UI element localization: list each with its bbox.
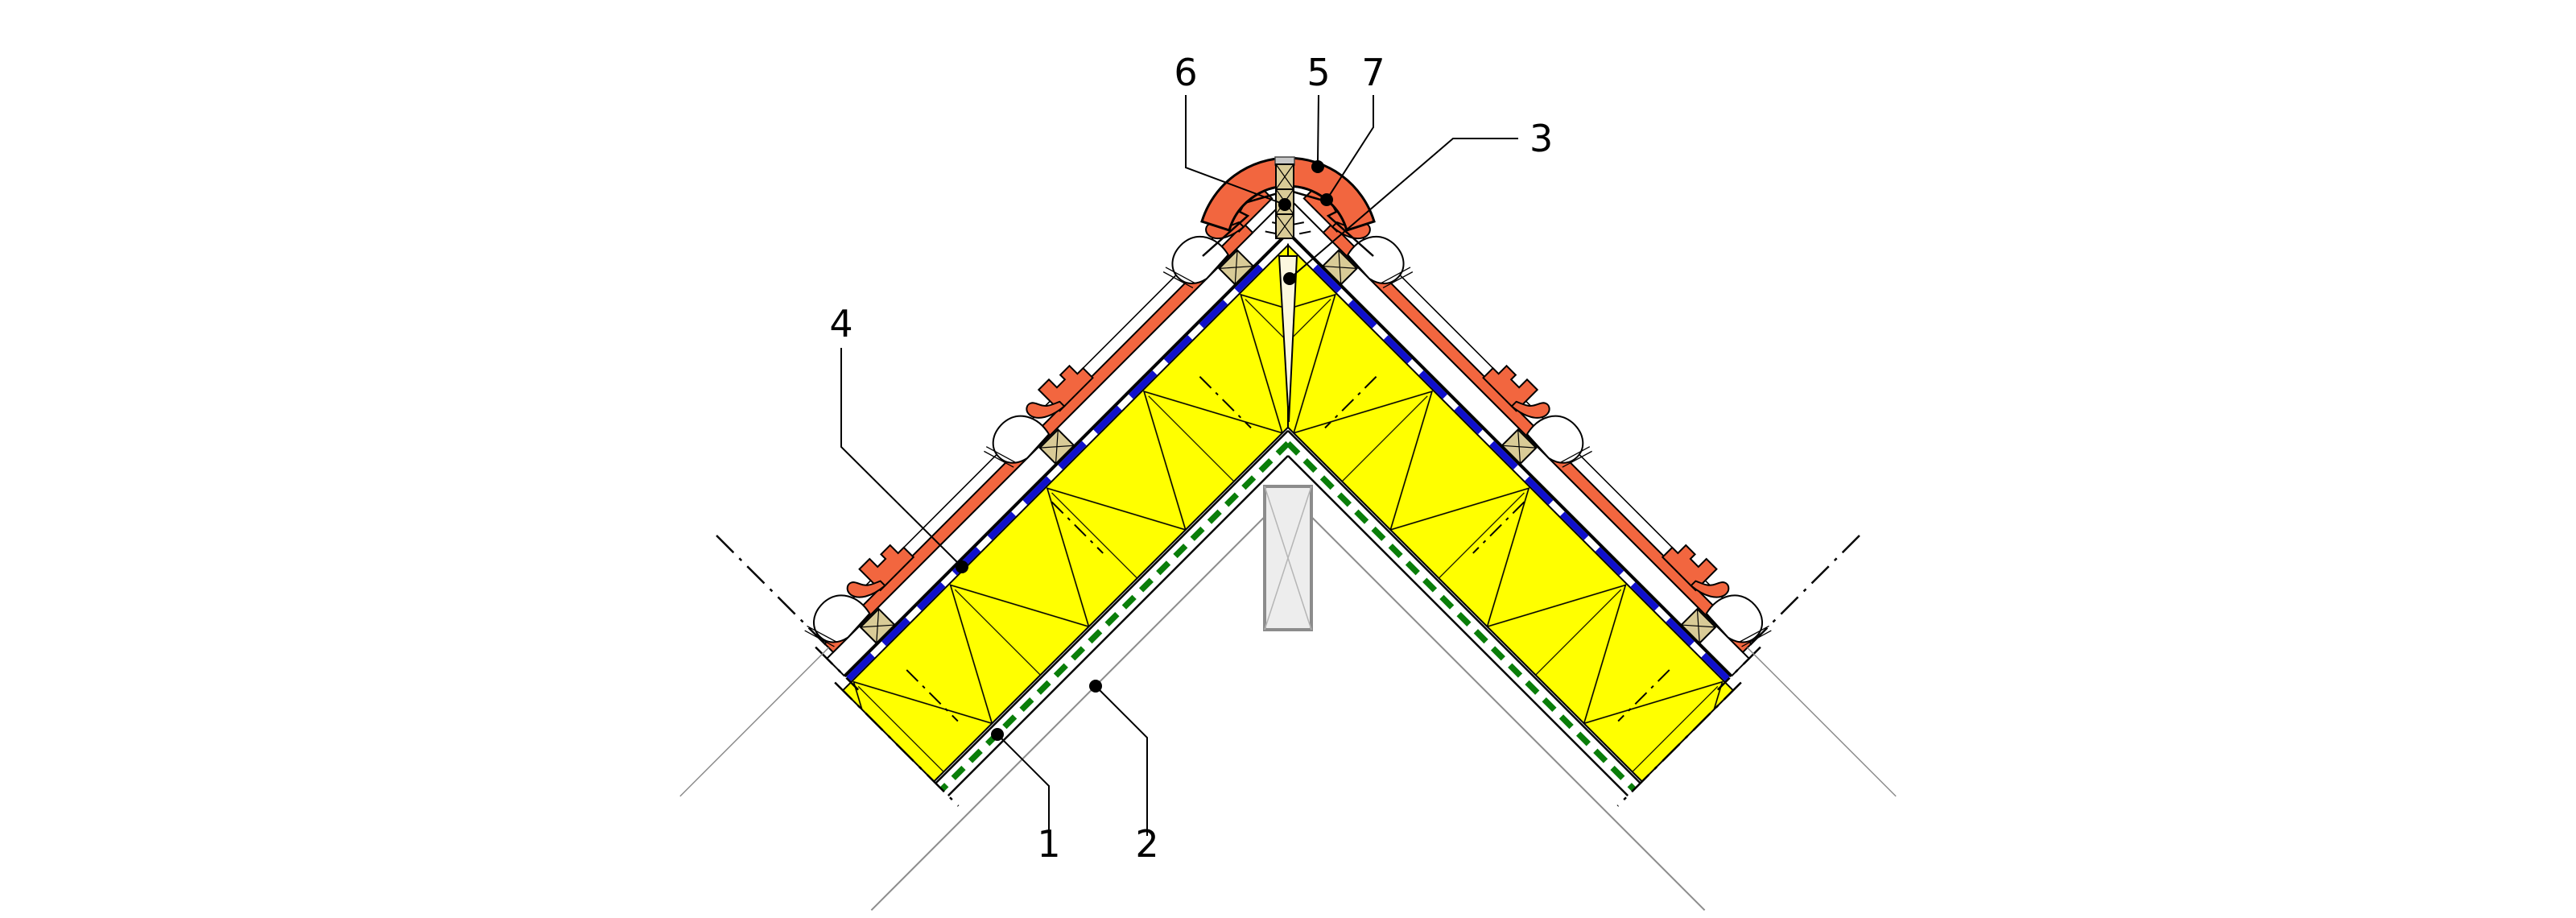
- callout-label-1: 1: [1037, 822, 1060, 866]
- callout-label-5: 5: [1307, 51, 1330, 94]
- dot-1: [991, 728, 1004, 741]
- leader-7: [1326, 95, 1374, 201]
- king-post: [1263, 485, 1313, 631]
- leader-3: [1289, 138, 1518, 279]
- ridge-roll-membrane-right: [1292, 190, 1374, 257]
- ridge-board-wedge: [1278, 255, 1298, 423]
- dot-4: [956, 560, 968, 573]
- leader-2: [1095, 685, 1148, 836]
- leader-6: [1185, 95, 1286, 205]
- leader-1: [997, 734, 1050, 836]
- callout-label-7: 7: [1361, 51, 1385, 94]
- callout-leaders: [840, 94, 1518, 836]
- ridge-cap-tile: [1200, 156, 1376, 232]
- callout-label-4: 4: [829, 302, 852, 345]
- leader-4: [840, 348, 963, 568]
- dot-7: [1320, 193, 1333, 206]
- dot-6: [1278, 198, 1291, 211]
- callout-label-6: 6: [1174, 51, 1197, 94]
- callout-label-3: 3: [1530, 117, 1553, 160]
- ridge-roll-membrane-left: [1202, 190, 1284, 257]
- dot-3: [1283, 272, 1296, 285]
- dot-5: [1311, 160, 1324, 173]
- callout-label-2: 2: [1135, 822, 1158, 866]
- leader-5: [1317, 94, 1319, 162]
- callout-dots: [956, 160, 1333, 741]
- dot-2: [1089, 680, 1102, 693]
